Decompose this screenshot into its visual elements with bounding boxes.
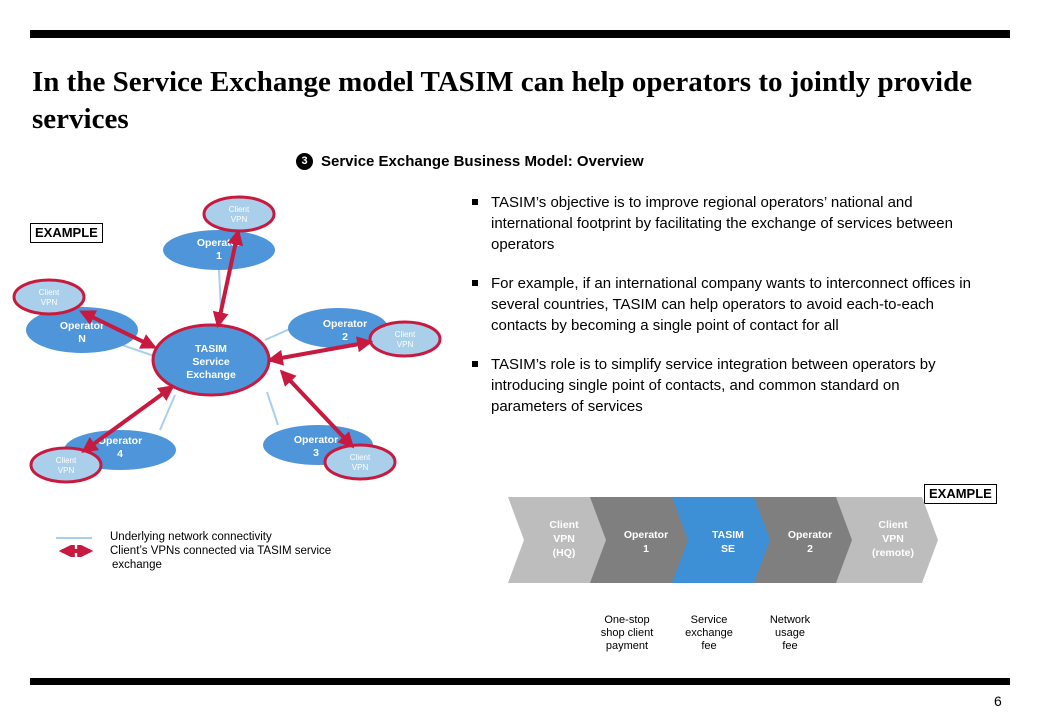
section-subtitle: 3 Service Exchange Business Model: Overv… [296, 150, 644, 172]
legend-line-swatch [56, 537, 92, 539]
legend-connectivity: Underlying network connectivity [56, 530, 331, 544]
vpn-connection-arrow [81, 385, 175, 453]
vpn-connection-arrow [212, 228, 244, 329]
bottom-rule [30, 678, 1010, 685]
page-number: 6 [994, 693, 1002, 709]
example-tag-left: EXAMPLE [30, 223, 103, 243]
client-vpn-bubble [12, 278, 86, 316]
vpn-connection-arrow [266, 336, 374, 366]
legend-vpn-arrow: Client’s VPNs connected via TASIM servic… [56, 544, 331, 558]
legend-arrow-swatch [58, 545, 94, 557]
vpn-connection-arrow [279, 369, 355, 449]
bullet-item: TASIM’s role is to simplify service inte… [472, 354, 972, 417]
connectivity-line [264, 327, 293, 341]
chain-step-shape [754, 497, 856, 583]
chain-step-shape [672, 497, 774, 583]
client-vpn-bubble [29, 446, 103, 484]
chain-step-shape [590, 497, 692, 583]
bullet-item: For example, if an international company… [472, 273, 972, 336]
legend-vpn-arrow-cont: exchange [112, 559, 162, 571]
connectivity-line [159, 394, 176, 431]
diagram-legend: Underlying network connectivity Client’s… [56, 530, 331, 572]
connectivity-line [266, 391, 279, 426]
section-number-badge: 3 [296, 152, 313, 170]
bullet-marker [472, 361, 478, 367]
page-title: In the Service Exchange model TASIM can … [32, 66, 973, 135]
client-vpn-bubble [368, 320, 442, 358]
client-vpn-bubble [323, 443, 397, 481]
top-rule [30, 30, 1010, 38]
objective-bullet-list: TASIM’s objective is to improve regional… [472, 192, 972, 435]
bullet-item: TASIM’s objective is to improve regional… [472, 192, 972, 255]
bullet-marker [472, 199, 478, 205]
chain-step-shape [508, 497, 610, 583]
section-subtitle-text: Service Exchange Business Model: Overvie… [321, 152, 644, 170]
client-vpn-bubble [202, 195, 276, 233]
bullet-marker [472, 280, 478, 286]
chain-step-shape [836, 497, 938, 583]
vpn-connection-arrow [79, 310, 157, 349]
example-tag-right: EXAMPLE [924, 484, 997, 504]
